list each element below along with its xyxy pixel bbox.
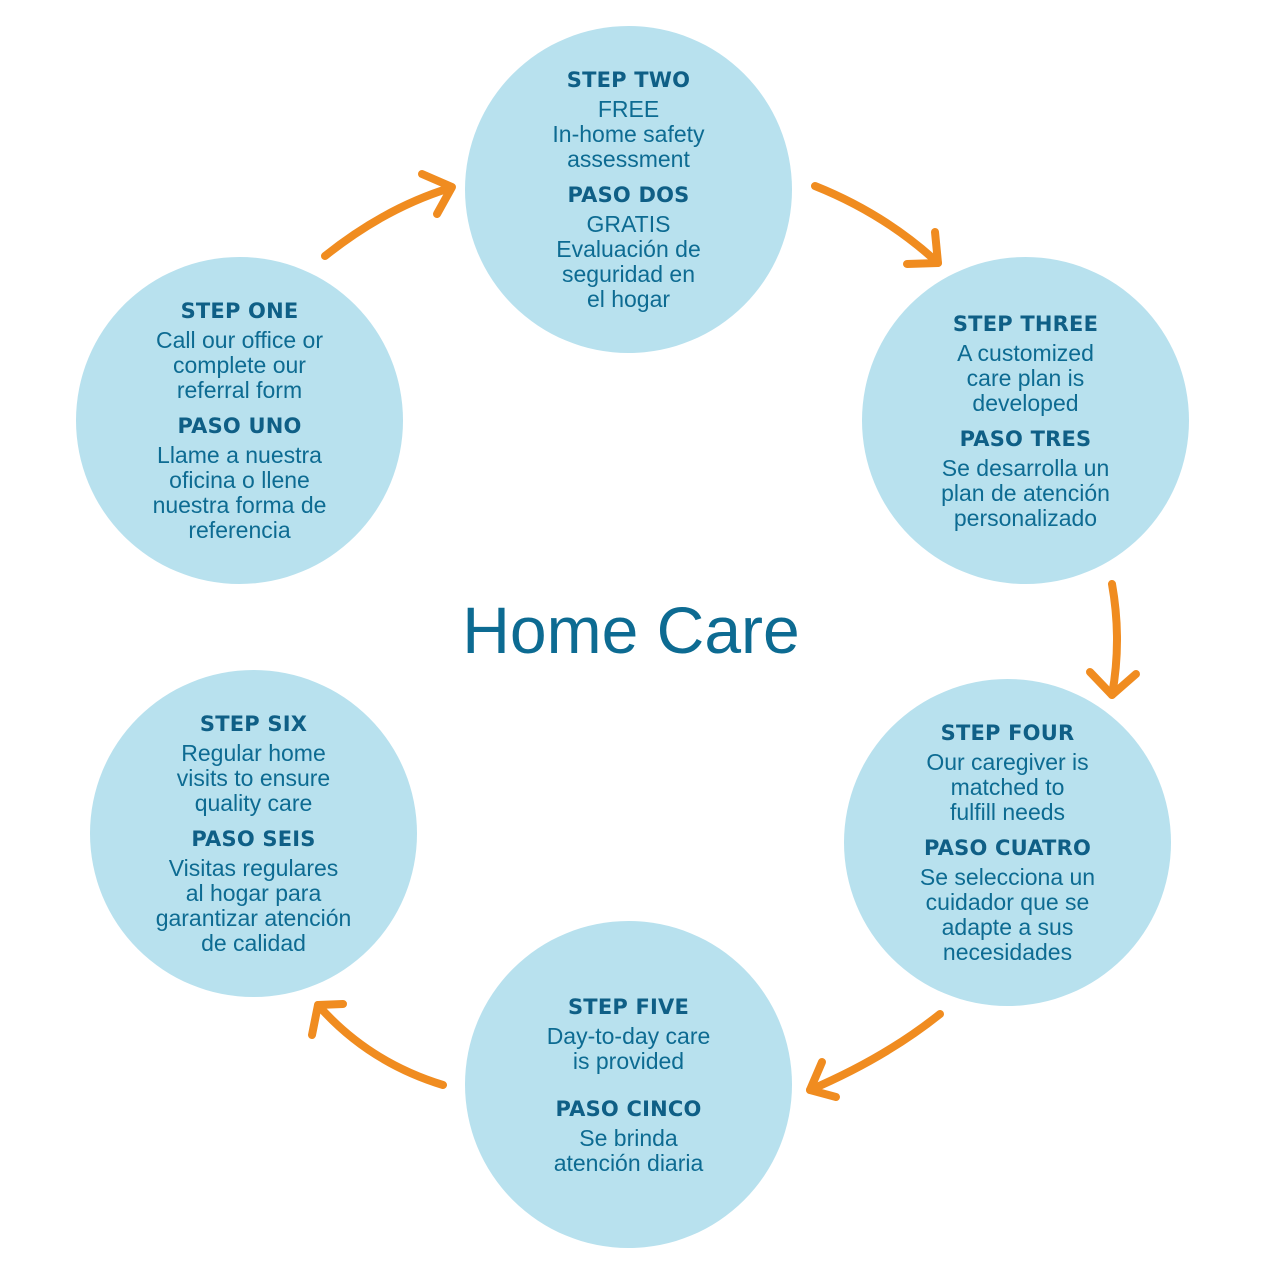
- paso-uno-description: Llame a nuestra oficina o llene nuestra …: [152, 442, 327, 543]
- step-three-description: A customized care plan is developed: [957, 339, 1094, 416]
- paso-cuatro-heading: PASO CUATRO: [924, 836, 1091, 860]
- paso-cinco-description: Se brinda atención diaria: [553, 1124, 704, 1176]
- step-five-heading: STEP FIVE: [567, 994, 690, 1019]
- step-four-heading: STEP FOUR: [940, 721, 1075, 745]
- step-two-circle: STEP TWO FREE In-home safety assessment …: [465, 26, 792, 353]
- step-one-heading: STEP ONE: [180, 299, 299, 323]
- paso-cinco-heading: PASO CINCO: [555, 1096, 702, 1121]
- step-one-description: Call our office or complete our referral…: [155, 327, 324, 403]
- step-three-circle: STEP THREE A customized care plan is dev…: [862, 257, 1189, 584]
- paso-tres-description: Se desarrolla un plan de atención person…: [941, 454, 1110, 531]
- step-two-heading: STEP TWO: [566, 68, 691, 92]
- paso-dos-description: GRATIS Evaluación de seguridad en el hog…: [556, 211, 701, 312]
- step-five-circle: STEP FIVE Day-to-day care is provided PA…: [465, 921, 792, 1248]
- step-six-circle: STEP SIX Regular home visits to ensure q…: [90, 670, 417, 997]
- step-five-description: Day-to-day care is provided: [546, 1022, 711, 1074]
- step-three-heading: STEP THREE: [952, 311, 1099, 336]
- step-four-circle: STEP FOUR Our caregiver is matched to fu…: [844, 679, 1171, 1006]
- step-four-description: Our caregiver is matched to fulfill need…: [926, 749, 1089, 825]
- paso-seis-description: Visitas regulares al hogar para garantiz…: [155, 855, 352, 956]
- step-six-heading: STEP SIX: [199, 712, 308, 736]
- arrow-step-five-to-six: [308, 1000, 447, 1089]
- step-two-description: FREE In-home safety assessment: [552, 96, 705, 172]
- paso-seis-heading: PASO SEIS: [191, 827, 316, 851]
- paso-tres-heading: PASO TRES: [959, 426, 1092, 451]
- arrow-step-four-to-five: [806, 1010, 944, 1101]
- step-one-circle: STEP ONE Call our office or complete our…: [76, 257, 403, 584]
- paso-cuatro-description: Se selecciona un cuidador que se adapte …: [919, 864, 1096, 965]
- step-six-description: Regular home visits to ensure quality ca…: [176, 740, 331, 816]
- paso-dos-heading: PASO DOS: [567, 183, 690, 207]
- diagram-title: Home Care: [462, 593, 800, 667]
- arrow-step-one-to-two: [321, 170, 456, 260]
- arrow-step-three-to-four: [1086, 580, 1140, 699]
- arrow-step-two-to-three: [811, 182, 942, 268]
- paso-uno-heading: PASO UNO: [177, 414, 302, 438]
